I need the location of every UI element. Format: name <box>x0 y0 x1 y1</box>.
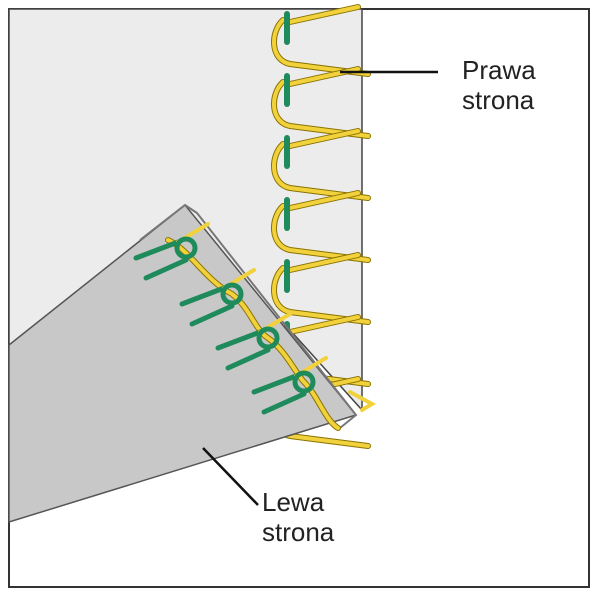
needle-ring <box>174 236 198 260</box>
label-right-line1: Prawa <box>462 55 536 85</box>
label-left-line1: Lewa <box>262 487 325 517</box>
looper-loop <box>271 266 370 324</box>
needle-ring <box>256 326 280 350</box>
fabric-left-edge <box>139 203 358 429</box>
needle-leg <box>143 257 189 281</box>
looper-return <box>288 253 360 272</box>
needle-leg <box>215 329 263 351</box>
label-right-line2: strona <box>462 85 535 115</box>
looper-loop <box>271 80 370 138</box>
needle-leg <box>133 239 181 261</box>
left-side-stitches <box>133 222 341 431</box>
needle-ring <box>292 370 316 394</box>
leader-line-left <box>202 447 259 506</box>
looper-return <box>288 129 360 148</box>
label-left-line2: strona <box>262 517 335 547</box>
looper-return <box>288 191 360 210</box>
needle-leg <box>189 303 235 327</box>
looper-loop <box>271 204 370 262</box>
looper-return <box>288 315 360 334</box>
needle-leg <box>179 285 227 307</box>
label-right-side: Prawa strona <box>462 55 536 115</box>
needle-leg <box>225 347 271 371</box>
chain-thread <box>166 238 340 430</box>
needle-ring <box>220 282 244 306</box>
looper-loop <box>271 18 370 76</box>
looper-edge-end <box>348 390 377 412</box>
looper-loop <box>271 142 370 200</box>
label-left-side: Lewa strona <box>262 487 334 547</box>
looper-return <box>288 5 360 24</box>
needle-leg <box>251 373 299 395</box>
needle-leg <box>261 391 307 415</box>
